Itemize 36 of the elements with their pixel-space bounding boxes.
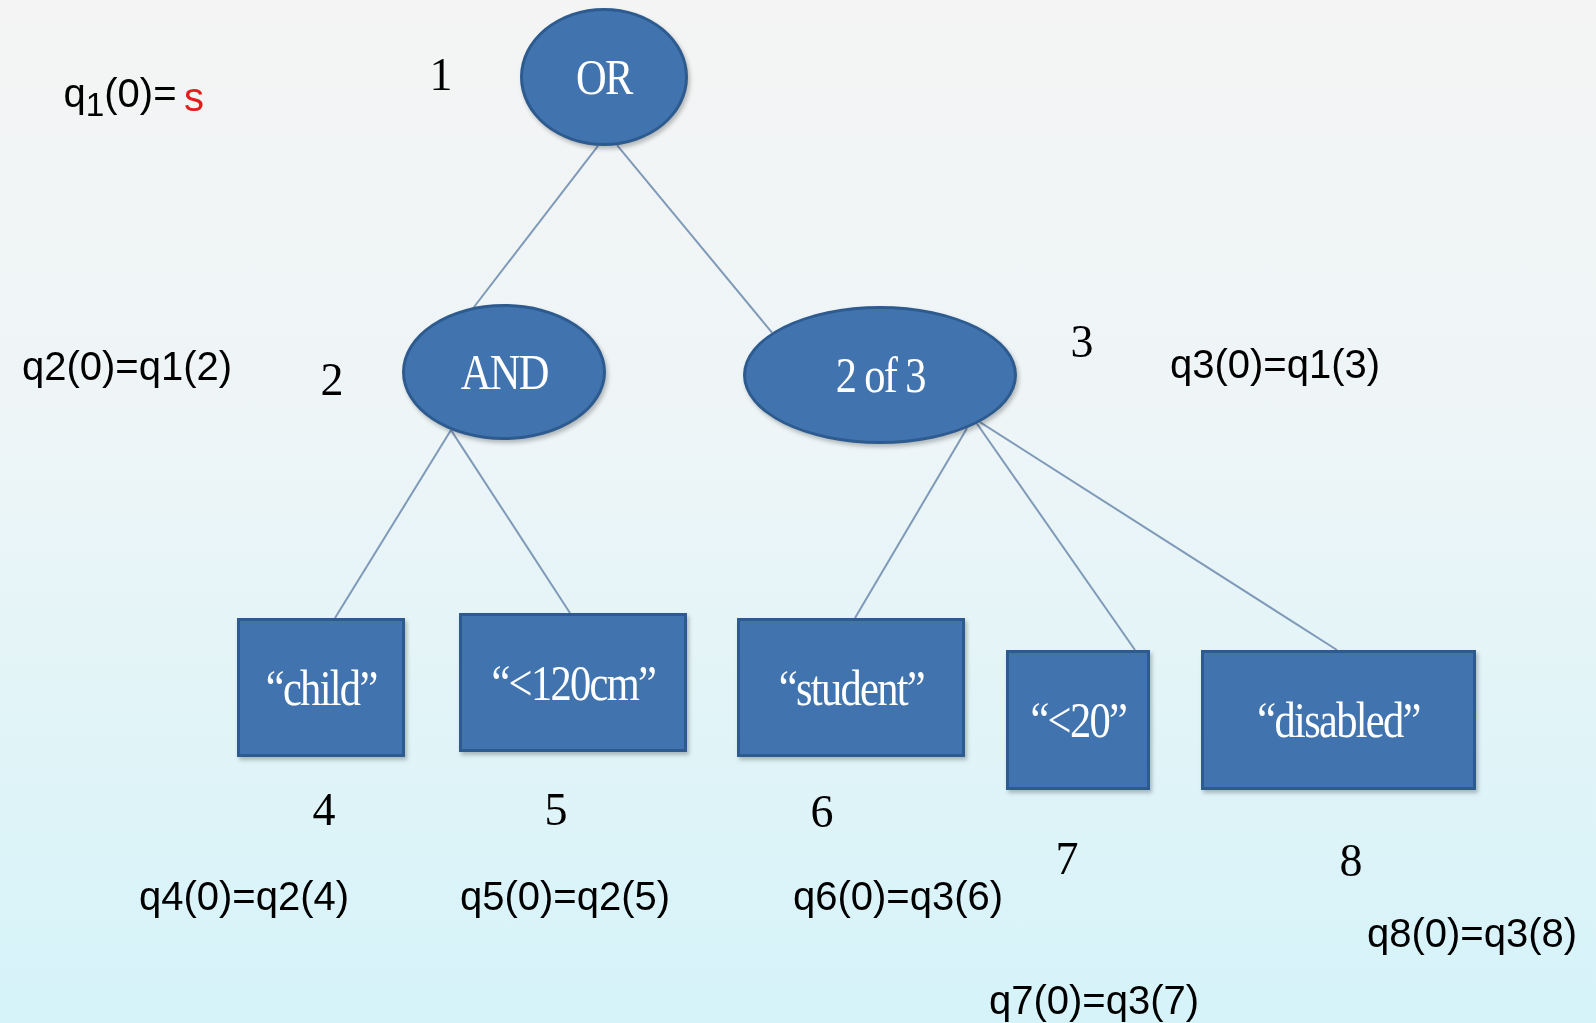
leaf-box [1201, 650, 1476, 790]
node-number: 4 [312, 782, 336, 836]
node-number: 1 [429, 47, 453, 101]
connector-line [334, 429, 452, 619]
node-label: “child” [265, 658, 377, 717]
formula-label: q$_{1}$(0)= [63, 70, 177, 124]
node-number: 6 [810, 784, 834, 838]
formula-label: s [184, 74, 204, 120]
node-number: 7 [1055, 831, 1079, 885]
node-number: 8 [1339, 833, 1363, 887]
connector-line [979, 421, 1338, 651]
node-label: 2 of 3 [835, 346, 925, 404]
formula-label: q8(0)=q3(8) [1366, 910, 1578, 956]
leaf-box [1006, 650, 1150, 790]
connector-line [976, 422, 1136, 651]
leaf-box [737, 618, 965, 757]
formula-label: q2(0)=q1(2) [21, 343, 233, 389]
node-label: AND [460, 343, 548, 401]
node-number: 2 [320, 352, 344, 406]
formula-label: q6(0)=q3(6) [792, 873, 1004, 919]
node-label: “<120cm” [491, 653, 655, 712]
node-label: “student” [778, 658, 924, 717]
leaf-box [237, 618, 405, 757]
connector-line [450, 429, 571, 614]
leaf-box [459, 613, 687, 752]
node-label: OR [576, 48, 632, 106]
formula-label: q7(0)=q3(7) [988, 977, 1200, 1023]
formula-label: q4(0)=q2(4) [138, 873, 350, 919]
node-number: 5 [544, 782, 568, 836]
node-number: 3 [1070, 314, 1094, 368]
formula-label: q3(0)=q1(3) [1169, 341, 1381, 387]
connector-line [616, 144, 773, 334]
node-label: “<20” [1030, 691, 1126, 749]
node-label: “disabled” [1257, 691, 1420, 749]
formula-label: q5(0)=q2(5) [459, 873, 671, 919]
connector-line [854, 427, 968, 619]
